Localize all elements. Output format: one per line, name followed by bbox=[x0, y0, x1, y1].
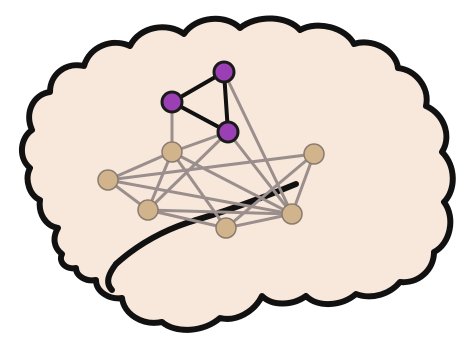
network-edge-n5-p2 bbox=[222, 70, 294, 216]
network-node-n1 bbox=[97, 169, 119, 191]
network-node-n3 bbox=[137, 199, 159, 221]
network-edges bbox=[106, 70, 316, 230]
network-node-n6 bbox=[303, 143, 325, 165]
brain-outline-icon bbox=[19, 15, 456, 333]
network-node-n2 bbox=[161, 141, 183, 163]
network-edge-n2-n5 bbox=[170, 150, 294, 216]
network-nodes bbox=[97, 60, 325, 239]
network-edge-n1-n5 bbox=[106, 178, 294, 216]
module-node-p1 bbox=[160, 90, 184, 114]
network-edge-n4-n5 bbox=[224, 212, 294, 230]
temporal-lobe-curve bbox=[105, 261, 119, 293]
network-edge-n4-n6 bbox=[224, 152, 316, 230]
network-edge-n1-n2 bbox=[106, 150, 174, 182]
network-node-n5 bbox=[281, 203, 303, 225]
network-edge-n2-n4 bbox=[170, 150, 228, 230]
network-edge-n3-n5 bbox=[146, 208, 294, 216]
network-edge-n5-p3 bbox=[226, 130, 294, 216]
network-node-n4 bbox=[215, 217, 237, 239]
network-edge-n1-n6 bbox=[106, 152, 316, 182]
module-node-p3 bbox=[216, 120, 240, 144]
network-edge-n3-n4 bbox=[146, 208, 228, 230]
network-edge-n3-p3 bbox=[146, 130, 230, 212]
module-node-p2 bbox=[212, 60, 236, 84]
